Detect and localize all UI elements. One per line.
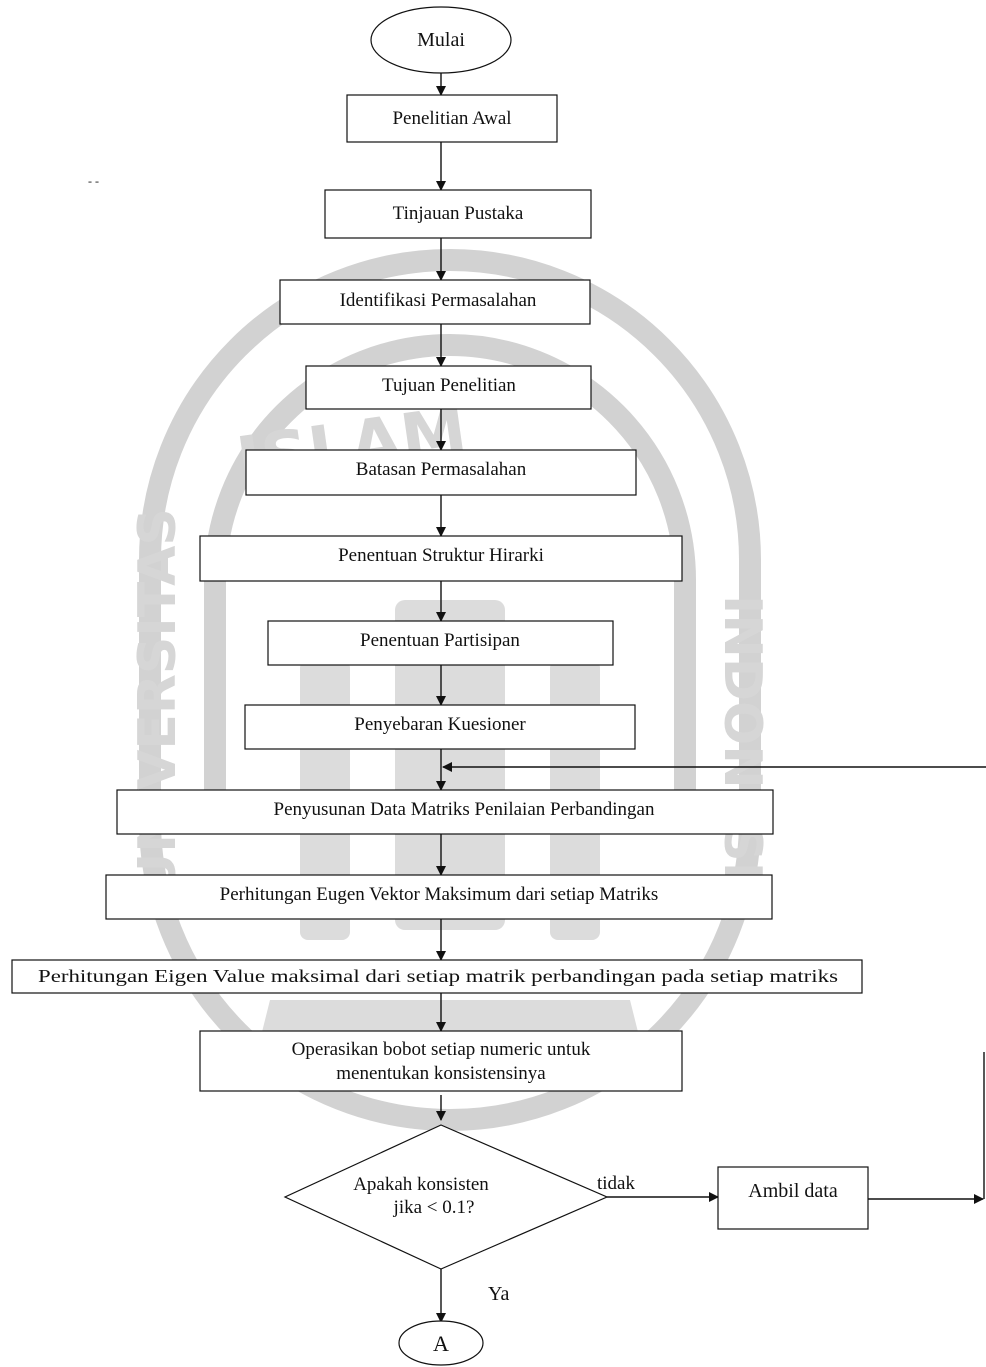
connector-a-label: A	[433, 1331, 449, 1356]
step-4-label: Tujuan Penelitian	[382, 375, 516, 396]
step-11-label: Perhitungan Eigen Value maksimal dari se…	[38, 966, 838, 986]
decision-label-line2: jika < 0.1?	[393, 1197, 475, 1218]
decision-label-line1: Apakah konsisten	[353, 1174, 489, 1195]
retake-label: Ambil data	[748, 1180, 838, 1202]
operate-label-line1: Operasikan bobot setiap numeric untuk	[292, 1039, 591, 1060]
watermark-text-left: UNIVERSITAS	[128, 508, 188, 895]
process-step-10: Perhitungan Eugen Vektor Maksimum dari s…	[105, 874, 773, 920]
process-step-3: Identifikasi Permasalahan	[279, 279, 591, 325]
step-9-label: Penyusunan Data Matriks Penilaian Perban…	[274, 799, 655, 820]
scan-speck: - -	[88, 174, 99, 188]
yes-label: Ya	[488, 1283, 509, 1305]
decision-consistency: Apakah konsisten jika < 0.1?	[283, 1124, 609, 1270]
process-step-4: Tujuan Penelitian	[305, 365, 592, 410]
step-6-label: Penentuan Struktur Hirarki	[338, 545, 544, 566]
step-1-label: Penelitian Awal	[392, 108, 511, 129]
process-step-8: Penyebaran Kuesioner	[244, 704, 636, 750]
process-step-operate: Operasikan bobot setiap numeric untuk me…	[199, 1030, 683, 1092]
process-step-2: Tinjauan Pustaka	[324, 189, 592, 239]
step-10-label: Perhitungan Eugen Vektor Maksimum dari s…	[220, 884, 659, 905]
connector-a	[398, 1320, 484, 1366]
process-step-1: Penelitian Awal	[346, 94, 558, 143]
start-label: Mulai	[417, 29, 465, 51]
retake-data-box: Ambil data	[717, 1166, 869, 1230]
step-7-label: Penentuan Partisipan	[360, 630, 520, 651]
step-5-label: Batasan Permasalahan	[356, 459, 527, 480]
process-step-7: Penentuan Partisipan	[267, 620, 614, 666]
step-8-label: Penyebaran Kuesioner	[354, 714, 526, 735]
process-step-6: Penentuan Struktur Hirarki	[199, 535, 683, 582]
watermark-text-right: INDONESIA	[712, 595, 772, 921]
process-step-5: Batasan Permasalahan	[245, 449, 637, 496]
operate-label-line2: menentukan konsistensinya	[336, 1063, 546, 1084]
step-2-label: Tinjauan Pustaka	[393, 203, 524, 224]
process-step-11: Perhitungan Eigen Value maksimal dari se…	[11, 959, 863, 994]
step-3-label: Identifikasi Permasalahan	[340, 290, 537, 311]
no-label: tidak	[597, 1173, 635, 1194]
process-step-9: Penyusunan Data Matriks Penilaian Perban…	[116, 789, 774, 835]
